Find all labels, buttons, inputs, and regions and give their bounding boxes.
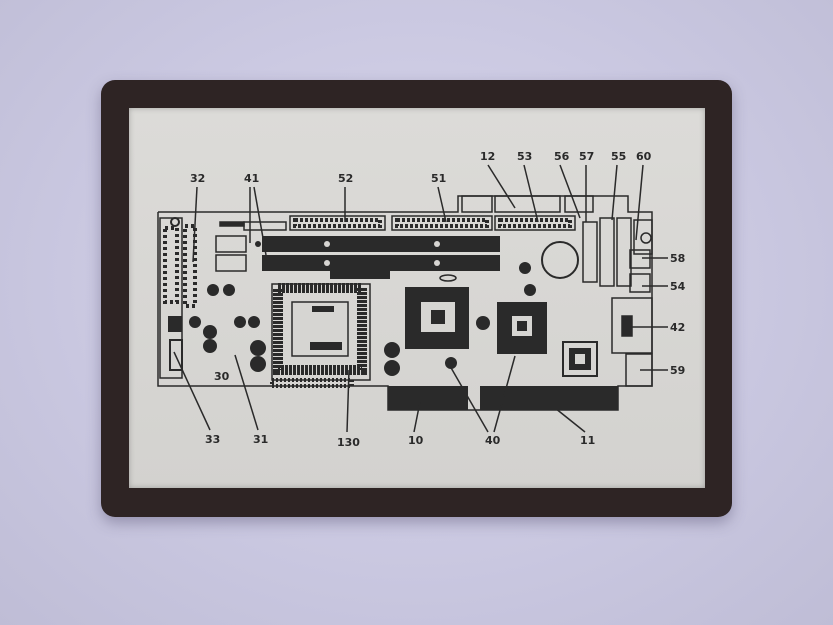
callout-59: 59 xyxy=(670,364,685,377)
callout-33: 33 xyxy=(205,433,220,446)
callout-130: 130 xyxy=(337,436,360,449)
left-io-block xyxy=(159,217,197,379)
callout-53: 53 xyxy=(517,150,532,163)
expansion-slots xyxy=(215,235,500,282)
callout-54: 54 xyxy=(670,280,686,293)
capacitors xyxy=(189,262,536,376)
right-headers xyxy=(582,217,653,387)
callout-60: 60 xyxy=(636,150,652,163)
cpu-socket xyxy=(270,283,371,388)
callout-labels: 32 41 52 51 12 53 56 57 55 60 58 54 42 5… xyxy=(190,150,686,449)
chipsets xyxy=(405,287,598,377)
callout-42: 42 xyxy=(670,321,685,334)
top-connectors xyxy=(219,195,594,231)
callout-12: 12 xyxy=(480,150,495,163)
callout-56: 56 xyxy=(554,150,570,163)
callout-32: 32 xyxy=(190,172,205,185)
callout-leaders xyxy=(173,164,668,433)
callout-55: 55 xyxy=(611,150,626,163)
callout-58: 58 xyxy=(670,252,685,265)
callout-31: 31 xyxy=(253,433,268,446)
callout-10: 10 xyxy=(408,434,424,447)
callout-41: 41 xyxy=(244,172,259,185)
callout-40: 40 xyxy=(485,434,501,447)
callout-52: 52 xyxy=(338,172,353,185)
callout-57: 57 xyxy=(579,150,594,163)
callout-11: 11 xyxy=(580,434,595,447)
callout-51: 51 xyxy=(431,172,446,185)
callout-30: 30 xyxy=(214,370,230,383)
battery-icon xyxy=(541,241,579,279)
